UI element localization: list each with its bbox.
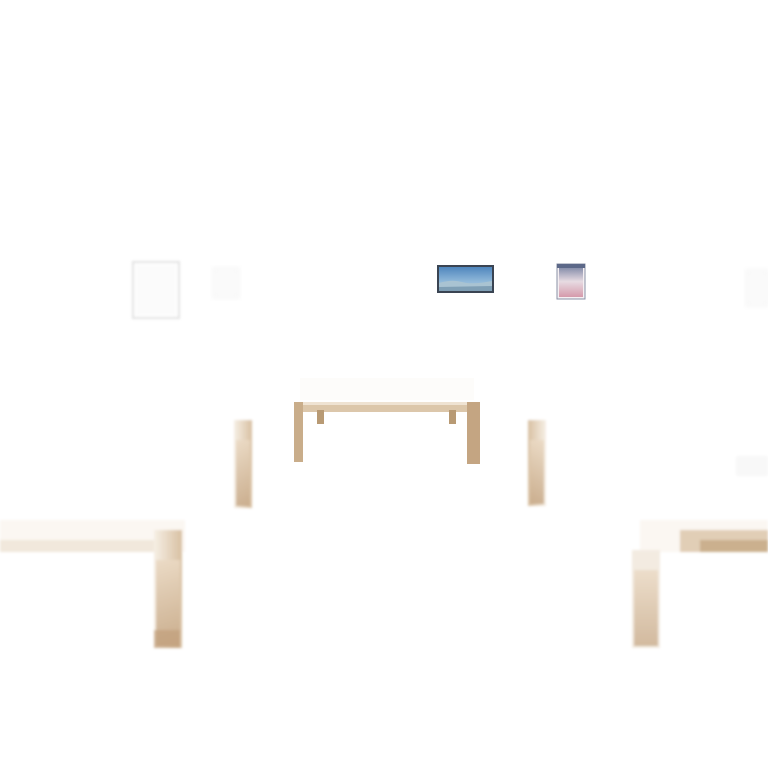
faint-wall-mark-left (212, 267, 240, 299)
right-table (528, 340, 768, 506)
faint-wall-mark-right (745, 269, 768, 307)
left-table (0, 350, 252, 508)
center-table (294, 378, 480, 464)
left-foreground-table (0, 520, 185, 648)
right-foreground-table (632, 456, 768, 648)
back-wall-small-poster (556, 263, 586, 300)
left-wall-frame (132, 261, 180, 319)
back-wall-landscape-screen (437, 265, 494, 293)
